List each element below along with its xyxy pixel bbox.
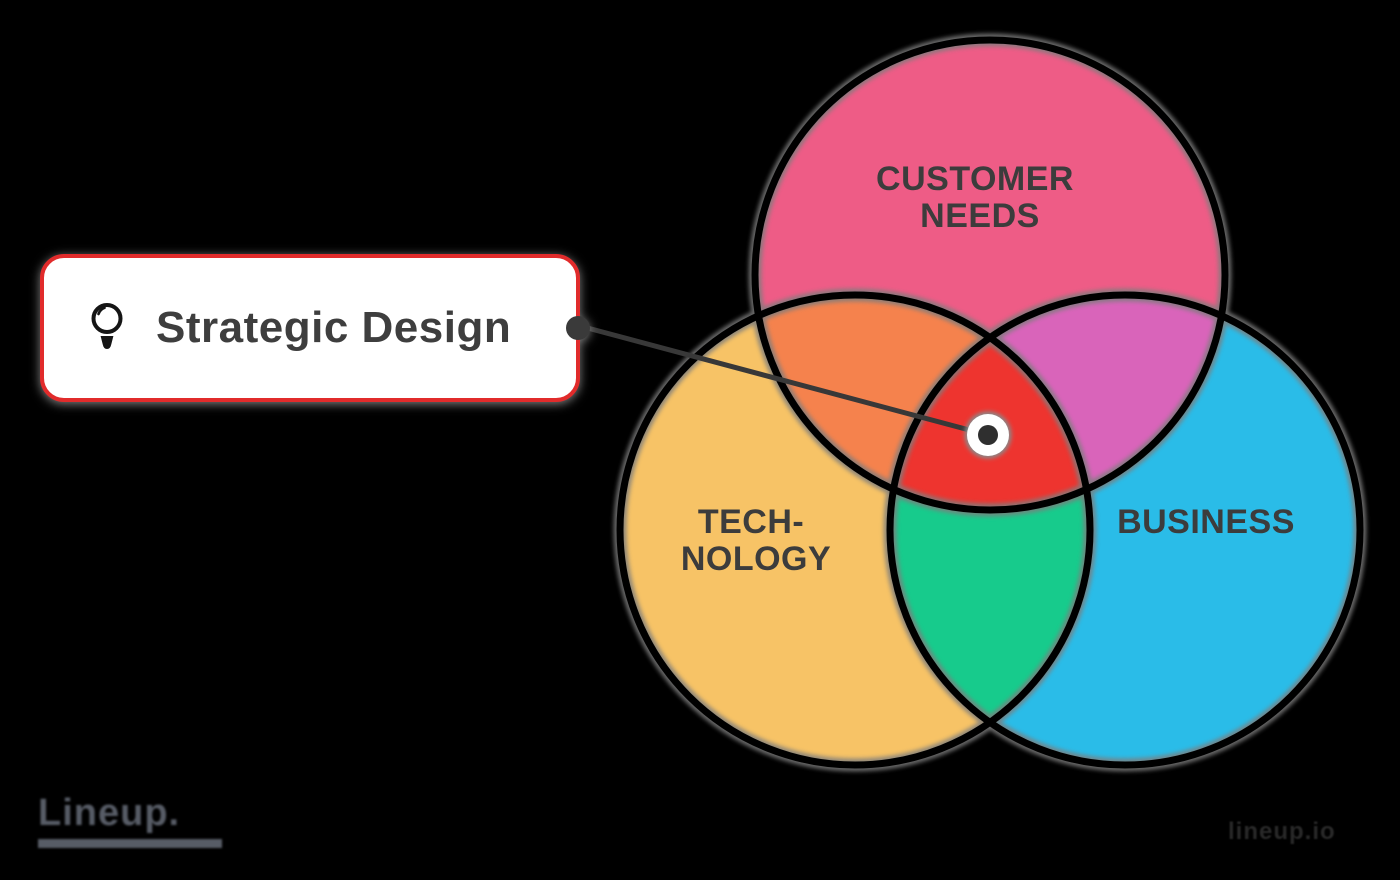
label-business: BUSINESS [1117,503,1295,541]
callout-label: Strategic Design [156,303,512,352]
brand-logo-underline [38,839,222,848]
label-technology: TECH- NOLOGY [681,503,831,578]
brand-logo: Lineup. [38,792,222,848]
watermark-text: lineup.io [1228,818,1336,845]
connector-endpoint-inner [978,425,998,445]
overlap-center-fill [890,295,1090,510]
label-customer-needs: CUSTOMER NEEDS [876,160,1084,235]
callout-connector [579,323,1012,459]
callout-strategic-design: Strategic Design [40,254,590,402]
overlap-center [890,295,1090,510]
connector-start-dot [566,316,590,340]
connector-line [579,323,989,438]
region-gap-strokes [616,36,1364,769]
lightbulb-icon [91,303,123,349]
brand-logo-text: Lineup. [38,792,181,834]
